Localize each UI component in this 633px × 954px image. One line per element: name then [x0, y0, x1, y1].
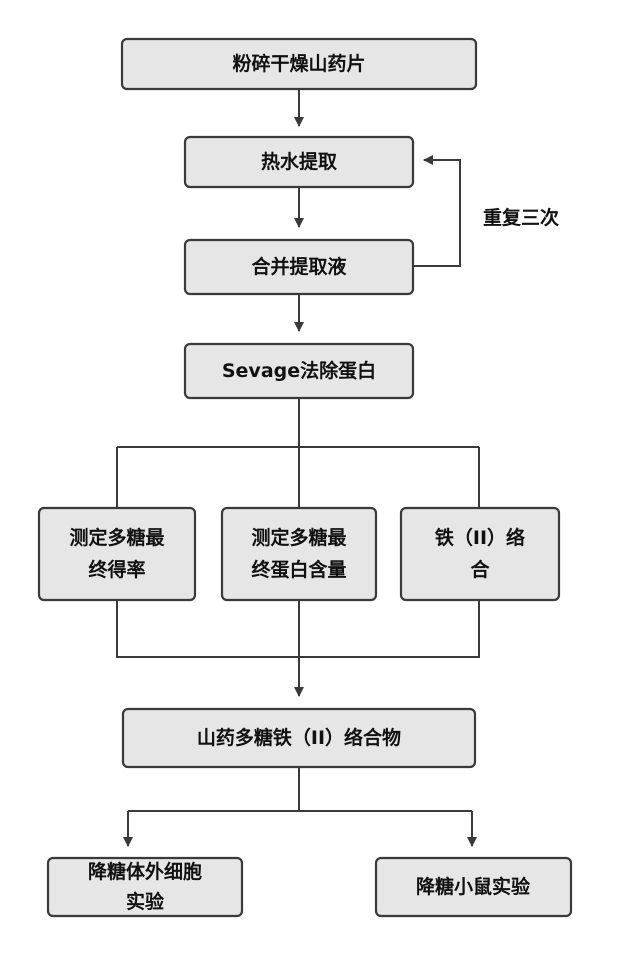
- node-sevage: Sevage法除蛋白: [183, 342, 415, 400]
- split-lines: [116, 398, 480, 508]
- loop-back-arrow: [413, 155, 461, 267]
- node-polysaccharide-protein: 测定多糖最 终蛋白含量: [220, 506, 378, 602]
- node-crush-dry: 粉碎干燥山药片: [120, 37, 478, 91]
- node-polysaccharide-yield: 测定多糖最 终得率: [37, 506, 197, 602]
- node-yam-polysaccharide-iron-complex-label: 山药多糖铁（II）络合物: [197, 726, 401, 749]
- node-crush-dry-label: 粉碎干燥山药片: [232, 52, 365, 75]
- node-polysaccharide-yield-line1: 测定多糖最: [69, 526, 165, 549]
- node-invitro-cell-experiment-line2: 实验: [126, 890, 165, 913]
- final-split-lines: [128, 767, 472, 812]
- node-sevage-label: Sevage法除蛋白: [222, 359, 376, 382]
- node-hot-water-extract-label: 热水提取: [261, 150, 337, 173]
- node-invitro-cell-experiment: 降糖体外细胞 实验: [46, 856, 244, 918]
- repeat-three-times-label: 重复三次: [483, 206, 559, 229]
- node-mouse-experiment-label: 降糖小鼠实验: [416, 875, 531, 898]
- connectors: [116, 89, 480, 847]
- node-invitro-cell-experiment-line1: 降糖体外细胞: [88, 860, 202, 883]
- node-polysaccharide-yield-line2: 终得率: [88, 558, 145, 581]
- node-iron-complexation: 铁（II）络 合: [399, 506, 561, 602]
- node-iron-complexation-line2: 合: [470, 558, 490, 581]
- node-mouse-experiment: 降糖小鼠实验: [374, 856, 573, 918]
- node-combine-extract: 合并提取液: [183, 238, 415, 296]
- node-yam-polysaccharide-iron-complex: 山药多糖铁（II）络合物: [121, 707, 477, 769]
- node-combine-extract-label: 合并提取液: [251, 255, 347, 278]
- node-polysaccharide-protein-line2: 终蛋白含量: [251, 558, 346, 581]
- node-iron-complexation-line1: 铁（II）络: [435, 526, 525, 549]
- node-hot-water-extract: 热水提取: [183, 135, 415, 189]
- node-polysaccharide-protein-line1: 测定多糖最: [251, 526, 347, 549]
- merge-lines: [116, 600, 480, 658]
